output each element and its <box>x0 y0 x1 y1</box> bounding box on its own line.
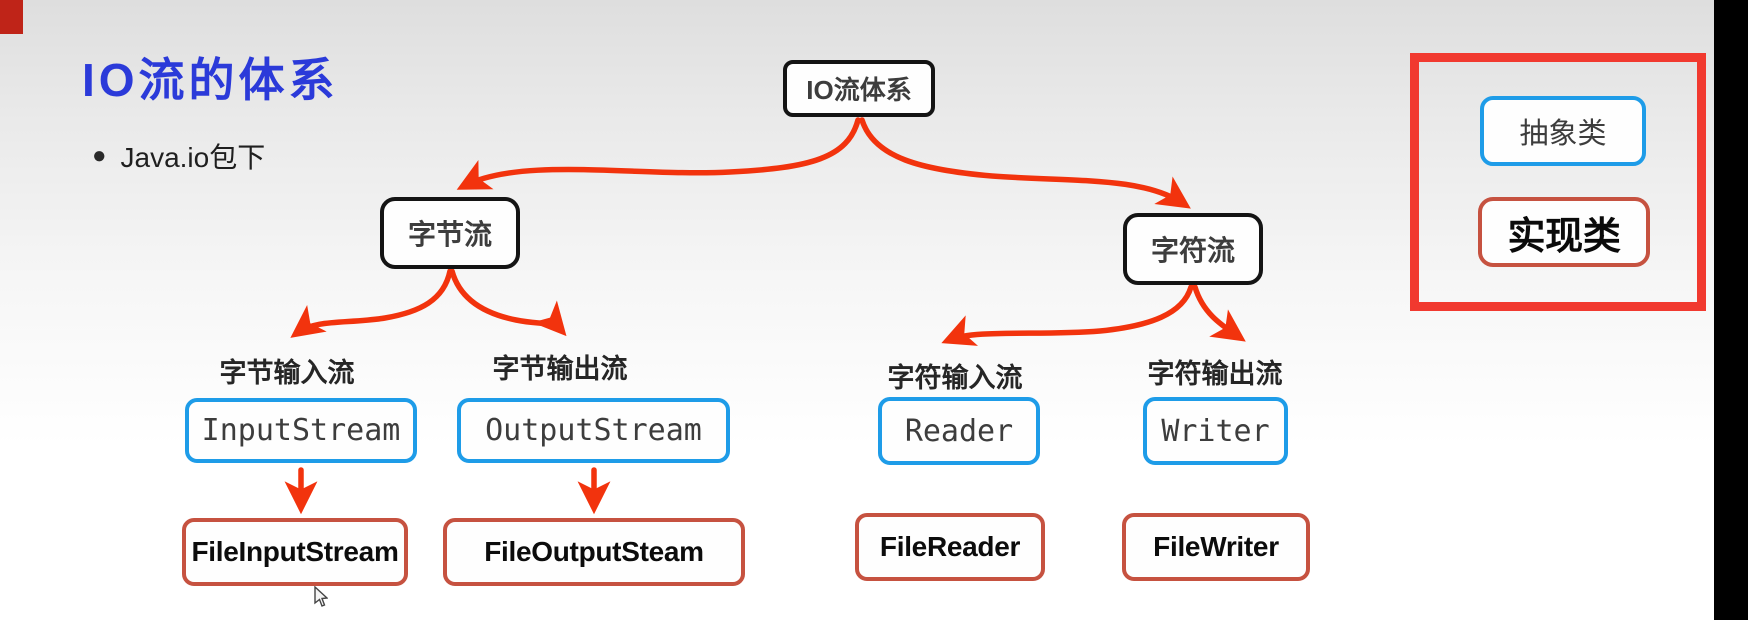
node-byte-stream-label: 字节流 <box>407 219 492 250</box>
mouse-cursor-icon <box>314 586 328 607</box>
node-fileinputstream: FileInputStream <box>182 518 408 586</box>
node-io-system-label: IO流体系 <box>806 75 912 105</box>
category-byte-input-label: 字节输入流 <box>219 358 355 388</box>
legend-abstract-class-label: 抽象类 <box>1519 118 1607 150</box>
category-byte-output-label: 字节输出流 <box>492 354 628 384</box>
node-inputstream-label: InputStream <box>201 413 401 448</box>
node-reader: Reader <box>878 397 1040 465</box>
node-writer: Writer <box>1143 397 1288 465</box>
node-fileinputstream-label: FileInputStream <box>191 536 399 567</box>
bullet-text: Java.io包下 <box>120 142 266 173</box>
node-filereader: FileReader <box>855 513 1045 581</box>
slide-corner-accent <box>0 0 23 34</box>
bullet-item: ● Java.io包下 <box>92 136 265 176</box>
node-reader-label: Reader <box>904 413 1014 449</box>
node-writer-label: Writer <box>1161 413 1270 449</box>
arrow-byte-to-input <box>290 268 453 338</box>
node-inputstream: InputStream <box>185 398 417 463</box>
legend-impl-class: 实现类 <box>1478 197 1650 267</box>
arrow-char-to-reader <box>941 284 1194 346</box>
node-outputstream-label: OutputStream <box>485 413 702 448</box>
node-io-system: IO流体系 <box>783 60 935 117</box>
legend-impl-class-label: 实现类 <box>1507 215 1621 258</box>
category-char-output-label: 字符输出流 <box>1147 359 1283 389</box>
node-char-stream: 字符流 <box>1123 213 1263 285</box>
category-char-input-label: 字符输入流 <box>887 363 1023 393</box>
node-filewriter-label: FileWriter <box>1153 531 1279 562</box>
node-filereader-label: FileReader <box>879 531 1021 562</box>
arrow-byte-to-output <box>449 268 567 337</box>
arrow-root-to-char-stream <box>859 117 1191 209</box>
node-fileoutputsteam-label: FileOutputSteam <box>484 536 704 567</box>
arrow-char-to-writer <box>1192 284 1246 342</box>
node-char-stream-label: 字符流 <box>1150 235 1235 266</box>
legend-frame <box>1410 53 1706 311</box>
legend-abstract-class: 抽象类 <box>1480 96 1646 166</box>
page-title: IO流的体系 <box>82 54 339 106</box>
node-fileoutputsteam: FileOutputSteam <box>443 518 745 586</box>
bullet-icon: ● <box>92 142 107 169</box>
node-byte-stream: 字节流 <box>380 197 520 269</box>
node-outputstream: OutputStream <box>457 398 730 463</box>
right-black-bar <box>1714 0 1748 620</box>
node-filewriter: FileWriter <box>1122 513 1310 581</box>
arrow-root-to-byte-stream <box>456 117 861 190</box>
